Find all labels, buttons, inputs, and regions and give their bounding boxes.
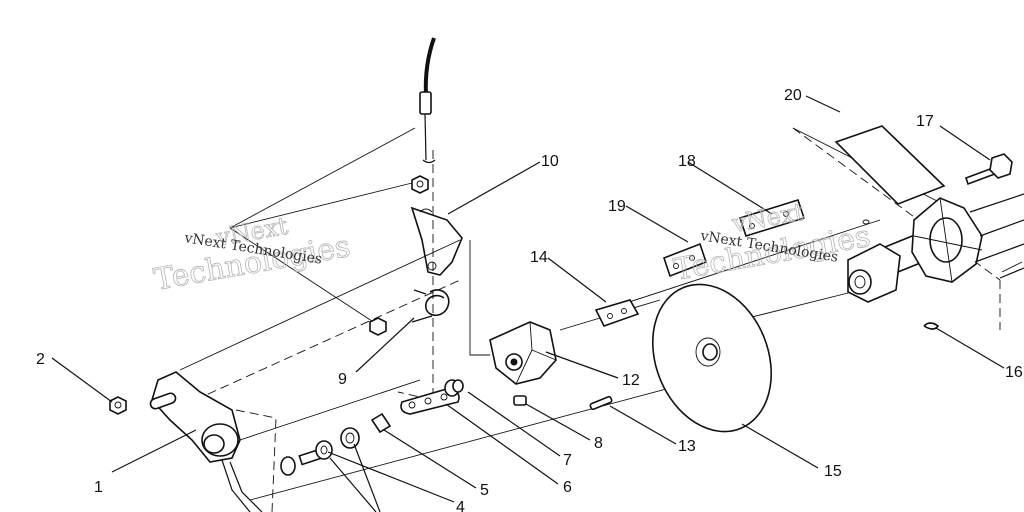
callout-leaders bbox=[51, 95, 1005, 512]
guide-lines bbox=[179, 127, 1023, 512]
callout-18: 18 bbox=[678, 153, 696, 170]
callout-8: 8 bbox=[594, 435, 603, 452]
watermark-left: vNext Technologies vNext Technologies bbox=[151, 211, 353, 298]
callout-10: 10 bbox=[541, 153, 559, 170]
pedal-arm bbox=[149, 371, 263, 512]
washer bbox=[315, 440, 333, 460]
callout-14: 14 bbox=[530, 249, 548, 266]
bracket-14 bbox=[594, 299, 640, 327]
cable-nut bbox=[411, 175, 429, 194]
bracket-19 bbox=[663, 242, 707, 278]
key-13 bbox=[589, 395, 613, 411]
small-nut bbox=[369, 317, 387, 336]
callout-4: 4 bbox=[456, 499, 465, 512]
callout-7: 7 bbox=[563, 452, 572, 469]
callout-13: 13 bbox=[678, 438, 696, 455]
retaining-ring bbox=[923, 322, 940, 330]
callout-9: 9 bbox=[338, 371, 347, 388]
callout-5: 5 bbox=[480, 482, 489, 499]
callout-20: 20 bbox=[784, 87, 802, 104]
bracket-18 bbox=[738, 199, 806, 237]
callout-numbers: 1 2 4 5 6 7 8 9 10 12 13 14 15 16 17 18 … bbox=[36, 87, 1023, 512]
control-cable bbox=[419, 37, 436, 164]
callout-1: 1 bbox=[94, 479, 103, 496]
spring bbox=[411, 289, 450, 323]
nut-2 bbox=[109, 396, 127, 415]
cable-bracket bbox=[410, 206, 463, 276]
nut-4 bbox=[340, 427, 360, 449]
callout-17: 17 bbox=[916, 113, 934, 130]
watermark-right: vNext Technologies vNext Technologies bbox=[671, 197, 873, 288]
cam-block bbox=[489, 321, 557, 385]
sheave-disc bbox=[651, 283, 773, 433]
clutch-hub bbox=[847, 193, 1024, 303]
decal bbox=[834, 125, 946, 205]
bolt-17 bbox=[964, 153, 1013, 186]
callout-6: 6 bbox=[563, 479, 572, 496]
callout-15: 15 bbox=[824, 463, 842, 480]
set-screw bbox=[513, 395, 527, 406]
small-pin bbox=[862, 219, 870, 225]
callout-16: 16 bbox=[1005, 364, 1023, 381]
cable-leaders bbox=[229, 127, 416, 326]
clip-5 bbox=[370, 412, 392, 434]
callout-2: 2 bbox=[36, 351, 45, 368]
pin-7 bbox=[444, 379, 464, 397]
callout-12: 12 bbox=[622, 372, 640, 389]
callout-19: 19 bbox=[608, 198, 626, 215]
